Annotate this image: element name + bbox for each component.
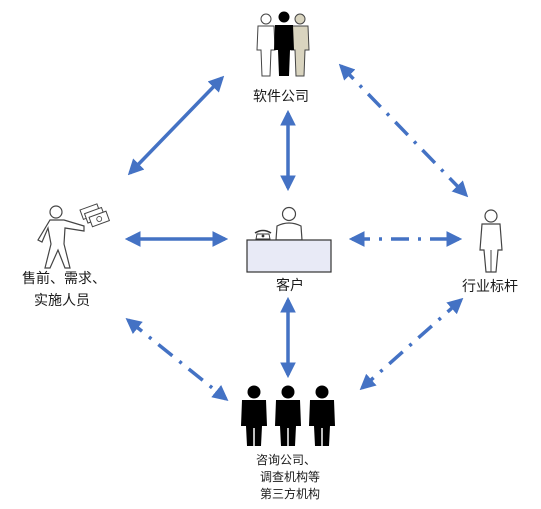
node-customer: 客户 <box>246 206 332 294</box>
customer-label: 客户 <box>276 277 304 294</box>
presales-label-line2: 实施人员 <box>34 293 90 309</box>
third-party-label-line1: 咨询公司、 <box>256 452 316 467</box>
node-presales: 售前、需求、 实施人员 <box>22 203 111 309</box>
node-benchmark: 行业标杆 <box>462 209 518 295</box>
arrow-software-presales <box>127 75 225 176</box>
arrow-software-benchmark <box>338 63 469 198</box>
arrow-benchmark-thirdparty <box>359 297 464 391</box>
software-company-label: 软件公司 <box>253 89 309 105</box>
node-software-company: 软件公司 <box>253 11 310 105</box>
arrow-presales-thirdparty <box>125 318 229 401</box>
person-group-icon <box>256 11 310 77</box>
presales-label-line1: 售前、需求、 <box>22 270 106 287</box>
telephone-icon <box>254 229 272 240</box>
connectors <box>124 63 469 401</box>
person-icon <box>479 209 503 273</box>
node-third-party: 咨询公司、 调查机构等 第三方机构 <box>241 385 335 501</box>
third-party-label-line2: 调查机构等 <box>260 469 320 484</box>
dark-person-group-icon <box>241 385 335 446</box>
person-with-money-icon <box>37 203 111 269</box>
benchmark-label: 行业标杆 <box>462 279 518 295</box>
person-at-desk-icon <box>246 206 332 273</box>
third-party-label-line3: 第三方机构 <box>260 486 320 501</box>
